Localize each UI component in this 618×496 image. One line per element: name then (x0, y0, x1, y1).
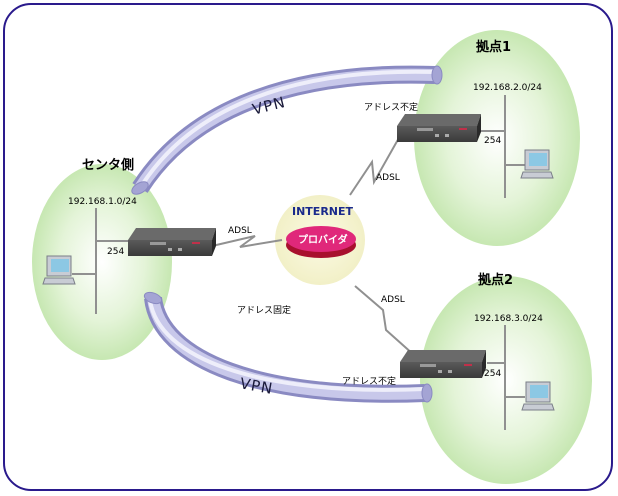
adsl-link-center (211, 235, 283, 248)
center-link-label: ADSL (228, 226, 252, 236)
site1-router-ip: 254 (484, 136, 501, 146)
vpn-tunnel-top (131, 65, 443, 195)
site1-lan (480, 95, 525, 198)
site2-title: 拠点2 (478, 272, 513, 288)
site1-address-type: アドレス不定 (364, 101, 418, 113)
site2-lan (487, 325, 525, 430)
provider-disc-icon (286, 226, 356, 258)
internet-label: INTERNET (292, 205, 354, 218)
vpn-tunnel-bottom (143, 291, 433, 403)
site2-address-type: アドレス不定 (342, 375, 396, 387)
site1-pc-icon (520, 149, 554, 179)
center-pc-icon (42, 255, 76, 285)
site2-pc-icon (521, 381, 555, 411)
site2-router-ip: 254 (484, 369, 501, 379)
site1-subnet: 192.168.2.0/24 (473, 83, 542, 93)
center-site-title: センタ側 (82, 157, 134, 173)
vpn-label-bottom: VPN (239, 374, 275, 398)
site2-link-label: ADSL (381, 295, 405, 305)
provider-label: プロバイダ (298, 233, 348, 246)
site2-router-icon (400, 350, 486, 378)
center-router-icon (128, 228, 216, 256)
center-lan (72, 208, 128, 314)
site1-router-icon (397, 114, 481, 142)
center-router-ip: 254 (107, 247, 124, 257)
center-subnet: 192.168.1.0/24 (68, 197, 137, 207)
site1-area (414, 30, 580, 246)
site1-title: 拠点1 (476, 39, 511, 55)
site2-subnet: 192.168.3.0/24 (474, 314, 543, 324)
adsl-link-site1 (349, 135, 401, 196)
site1-link-label: ADSL (376, 173, 400, 183)
center-address-type: アドレス固定 (237, 304, 291, 316)
adsl-link-site2 (354, 285, 415, 356)
center-site-area (32, 164, 172, 360)
